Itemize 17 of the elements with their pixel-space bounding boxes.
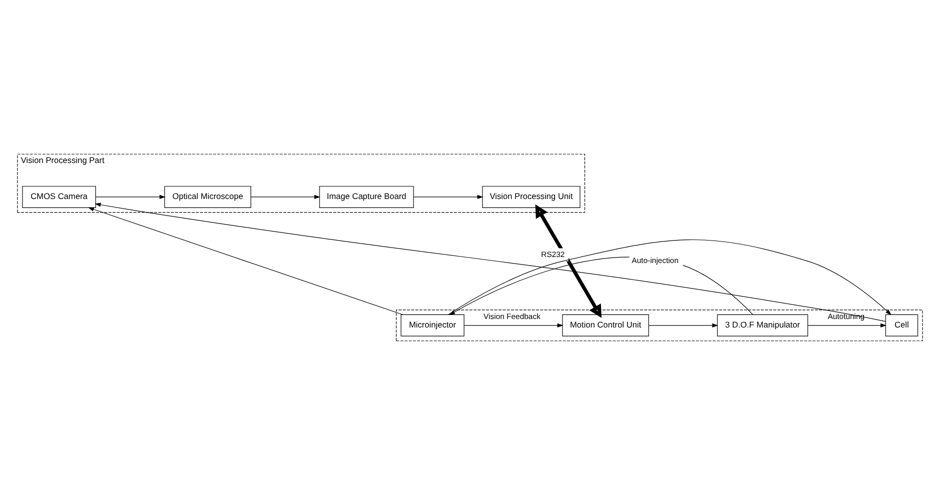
arrow bbox=[807, 323, 886, 328]
node-box: 3 D.O.F Manipulator bbox=[716, 314, 808, 336]
node-box: Motion Control Unit bbox=[562, 314, 648, 336]
arrow bbox=[412, 194, 483, 200]
arrow bbox=[534, 204, 602, 318]
node-box: CMOS Camera bbox=[22, 186, 96, 208]
arrow bbox=[463, 323, 563, 328]
node-box: Cell bbox=[884, 314, 918, 336]
arrow bbox=[94, 194, 166, 200]
arrow bbox=[94, 202, 886, 322]
node-box: Vision Processing Unit bbox=[482, 186, 580, 208]
node-box: Microinjector bbox=[400, 314, 464, 336]
arrow bbox=[648, 323, 718, 328]
arrow bbox=[88, 207, 402, 315]
node-box: Image Capture Board bbox=[318, 186, 414, 208]
arrow bbox=[250, 194, 320, 200]
node-box: Optical Microscope bbox=[164, 186, 251, 208]
